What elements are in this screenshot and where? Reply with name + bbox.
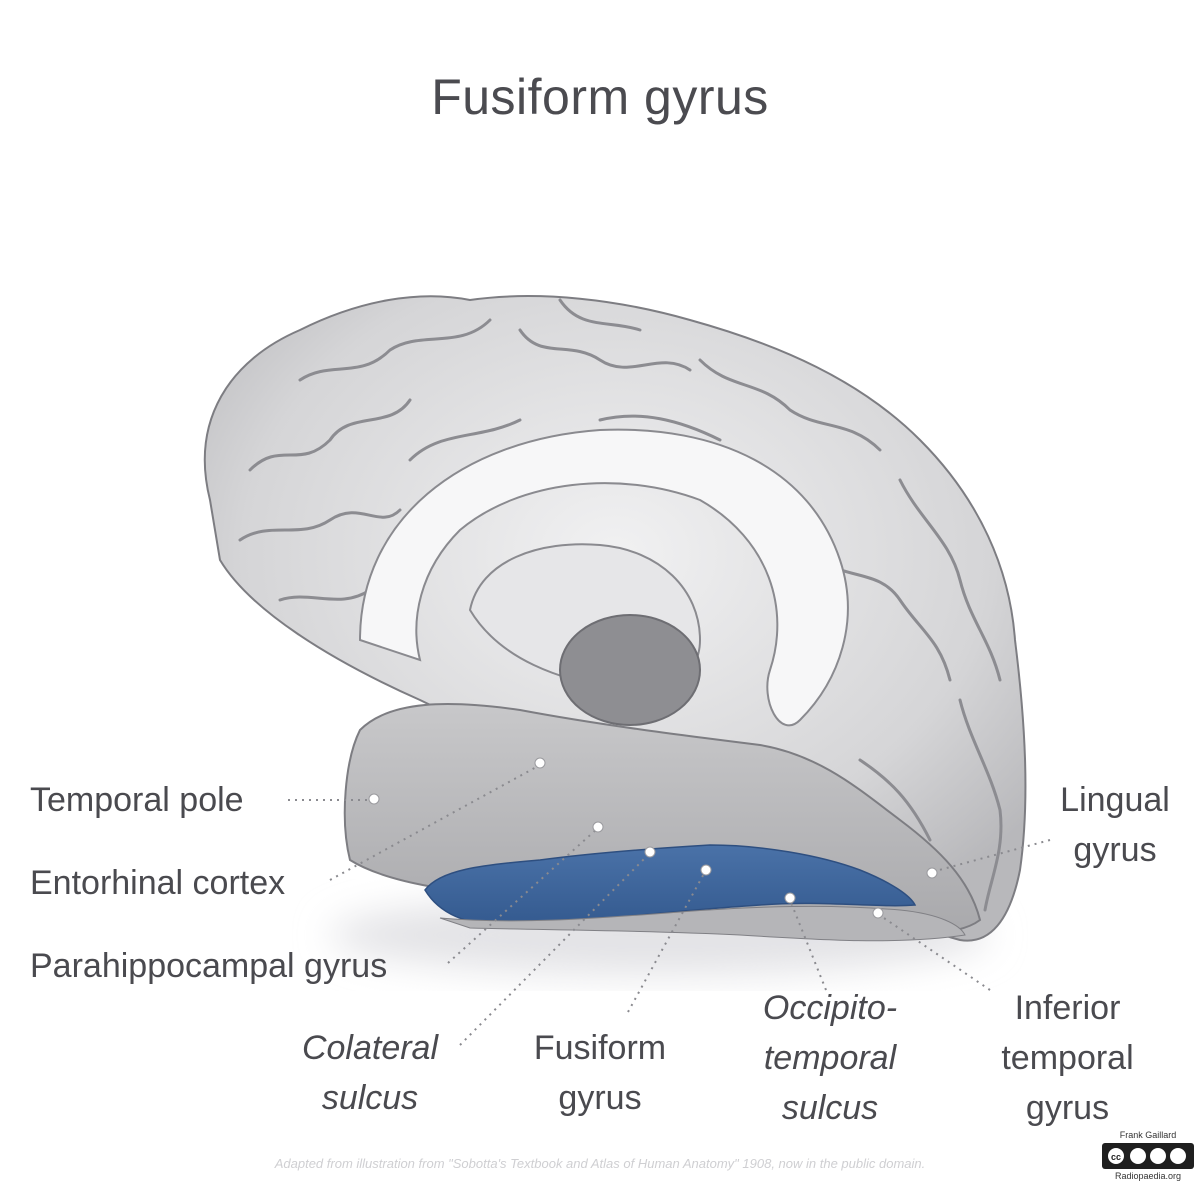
label-fusiform-gyrus: Fusiform gyrus (510, 1023, 690, 1123)
cc-license-icon: cc (1102, 1143, 1194, 1169)
author-signature: Frank Gaillard (1119, 1130, 1177, 1140)
label-inferior-temporal-line1: Inferior (1014, 989, 1121, 1027)
label-occipitotemporal-line3: sulcus (781, 1089, 879, 1127)
label-fusiform-line1: Fusiform (533, 1029, 667, 1067)
dot-parahippocampal (592, 821, 604, 833)
label-colateral-line1: Colateral (301, 1029, 439, 1067)
label-parahippocampal-gyrus: Parahippocampal gyrus (30, 947, 388, 985)
dot-colateral (644, 846, 656, 858)
label-dots (368, 757, 938, 919)
dot-temporal-pole (368, 793, 380, 805)
diagram-title: Fusiform gyrus (431, 69, 769, 125)
dot-fusiform (700, 864, 712, 876)
leader-lines (288, 764, 1051, 1046)
label-lingual-line1: Lingual (1060, 781, 1170, 819)
label-entorhinal-cortex: Entorhinal cortex (30, 864, 286, 902)
dot-occipitotemporal (784, 892, 796, 904)
label-inferior-temporal-gyrus: Inferior temporal gyrus (975, 983, 1160, 1133)
label-lingual-gyrus: Lingual gyrus (1045, 775, 1185, 875)
corpus-callosum (358, 428, 849, 727)
dot-lingual (926, 867, 938, 879)
label-occipitotemporal-sulcus: Occipito- temporal sulcus (735, 983, 925, 1133)
label-colateral-line2: sulcus (321, 1079, 419, 1117)
license-badge: Frank Gaillard cc Radiopaedia.org (1102, 1130, 1194, 1181)
dot-entorhinal (534, 757, 546, 769)
label-fusiform-line2: gyrus (558, 1079, 642, 1117)
label-lingual-line2: gyrus (1073, 831, 1157, 869)
dot-inferior-temporal (872, 907, 884, 919)
label-temporal-pole: Temporal pole (30, 781, 244, 819)
label-occipitotemporal-line2: temporal (763, 1039, 897, 1077)
label-colateral-sulcus: Colateral sulcus (280, 1023, 460, 1123)
credit-footer: Adapted from illustration from "Sobotta'… (274, 1156, 926, 1171)
label-occipitotemporal-line1: Occipito- (762, 989, 898, 1027)
cut-surface (559, 614, 701, 726)
label-inferior-temporal-line2: temporal (1001, 1039, 1134, 1077)
site-name: Radiopaedia.org (1114, 1171, 1182, 1181)
svg-text:cc: cc (1111, 1152, 1121, 1162)
label-inferior-temporal-line3: gyrus (1025, 1089, 1110, 1127)
inferior-temporal-strip (439, 905, 966, 942)
